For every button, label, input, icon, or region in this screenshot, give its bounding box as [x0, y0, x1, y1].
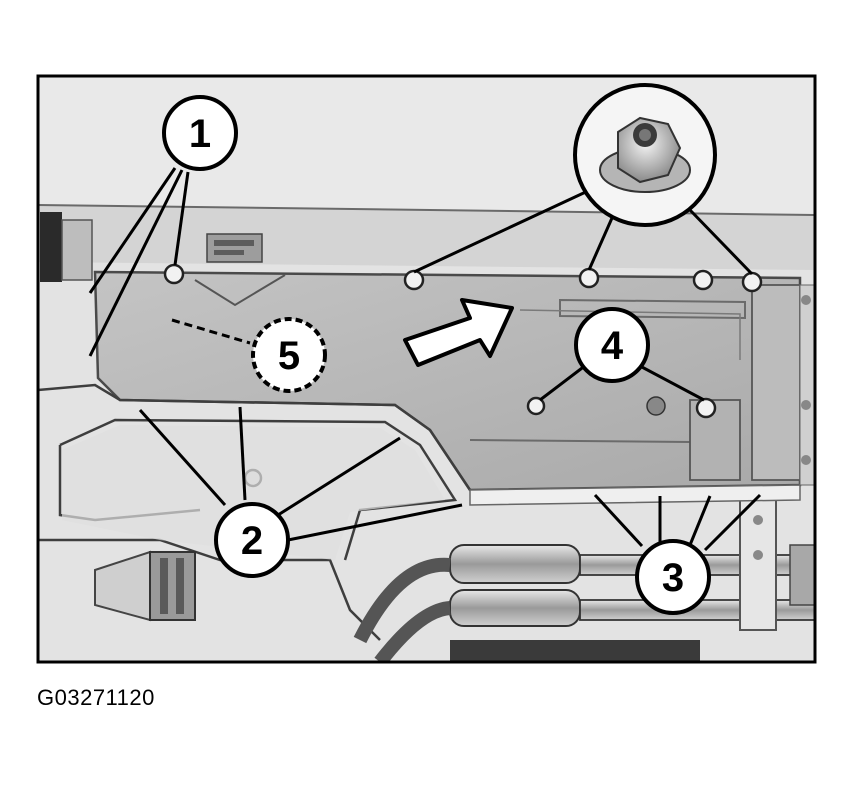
- direction-arrow-icon: [403, 298, 514, 367]
- svg-text:3: 3: [662, 556, 684, 600]
- callout-4: 4: [574, 307, 650, 383]
- figure-id-label: G03271120: [37, 685, 155, 710]
- lower-bracket: [94, 550, 196, 622]
- leader-lines: [88, 167, 762, 552]
- svg-text:1: 1: [189, 112, 211, 156]
- callout-5: 5: [251, 317, 327, 393]
- svg-text:5: 5: [278, 334, 300, 378]
- flange-nut-detail: [573, 83, 717, 227]
- exhaust-pipes: [353, 499, 815, 662]
- shield-fasteners: [163, 263, 763, 419]
- flange-nut-icon: [599, 116, 691, 193]
- callout-2: 2: [214, 502, 290, 578]
- callout-1: 1: [162, 95, 238, 171]
- callout-3: 3: [635, 539, 711, 615]
- svg-text:2: 2: [241, 519, 263, 563]
- callout-5-leader: [171, 318, 251, 345]
- photo-frame: [36, 74, 817, 664]
- svg-text:4: 4: [601, 324, 624, 368]
